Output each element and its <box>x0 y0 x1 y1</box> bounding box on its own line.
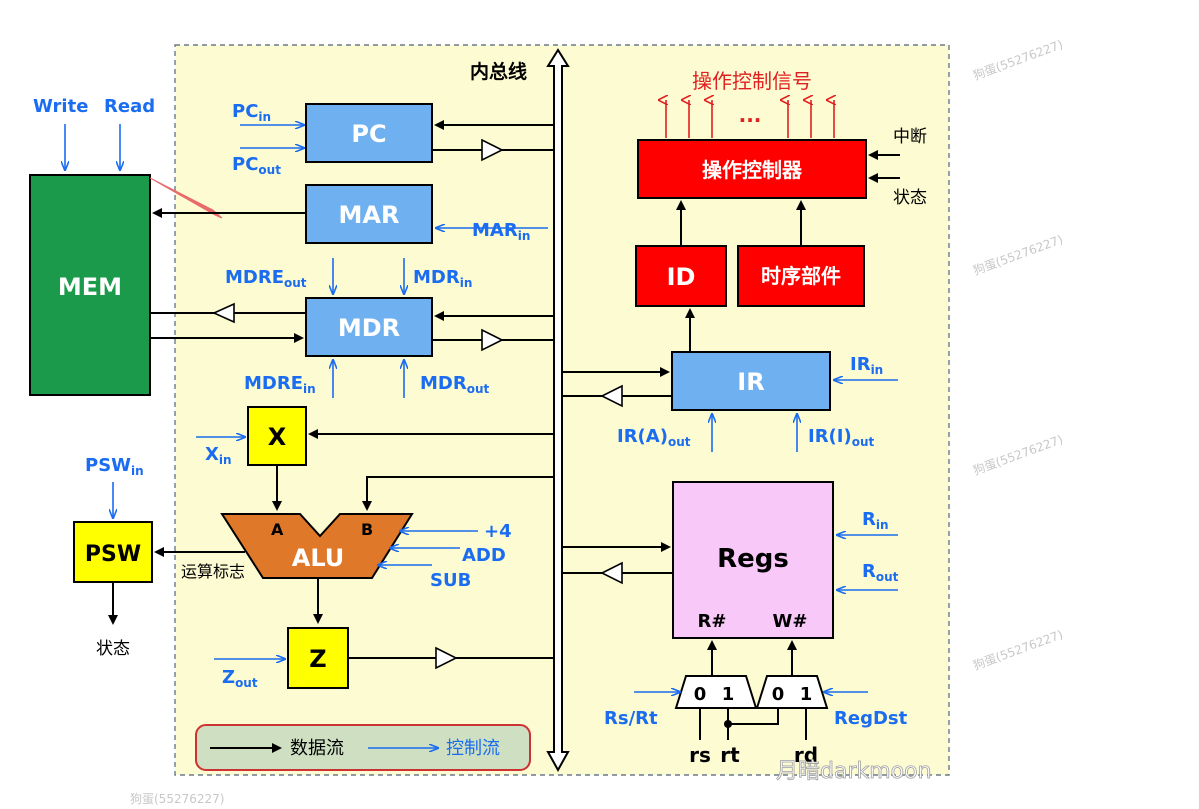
mux-regdst <box>755 675 829 709</box>
pc-label: PC <box>351 120 386 148</box>
watermark-bottom: 月暗darkmoon <box>776 759 932 784</box>
ir-label: IR <box>737 368 764 396</box>
x-in-label: Xin <box>205 444 232 467</box>
ir-i-out-label: IR(I)out <box>808 426 875 449</box>
mux-regdst-one: 1 <box>800 684 813 705</box>
mar-in-label: MARin <box>472 220 530 243</box>
internal-bus <box>546 48 570 773</box>
mux-rsrt <box>674 675 758 709</box>
watermark-2: 狗蛋(55276227) <box>971 232 1065 277</box>
rt-branch-wire <box>728 708 779 725</box>
ir-block <box>671 351 831 411</box>
id-block <box>635 245 727 307</box>
watermark-3: 狗蛋(55276227) <box>971 432 1065 477</box>
alu-plus4-label: +4 <box>484 521 512 542</box>
mdr-in-label: MDRin <box>413 267 472 290</box>
rd-label: rd <box>794 743 818 767</box>
controller-label: 操作控制器 <box>702 158 803 182</box>
ctrl-state-label: 状态 <box>893 188 927 208</box>
regs-rport-label: R# <box>698 611 727 632</box>
watermark-1: 狗蛋(55276227) <box>971 37 1065 82</box>
mem-block <box>29 174 151 396</box>
mdre-out-label: MDREout <box>225 267 307 290</box>
psw-state-label: 状态 <box>96 639 130 659</box>
x-label: X <box>268 423 287 451</box>
pc-in-label: PCin <box>232 101 271 124</box>
alu-sub-label: SUB <box>430 570 471 591</box>
mar-block <box>305 184 433 244</box>
regs-out-label: Rout <box>862 561 899 584</box>
mux-rsrt-one: 1 <box>722 684 735 705</box>
bus-to-alu-b-line <box>362 476 554 511</box>
ctrl-signal-ellipsis: ... <box>739 103 762 127</box>
interrupt-label: 中断 <box>893 127 927 147</box>
mdr-label: MDR <box>338 314 400 342</box>
mem-read-label: Read <box>104 96 155 117</box>
mem-write-label: Write <box>33 96 88 117</box>
psw-in-label: PSWin <box>85 455 144 478</box>
z-label: Z <box>309 645 326 673</box>
bus-label: 内总线 <box>470 60 527 83</box>
pc-tristate-gate <box>481 138 504 162</box>
pointer-stroke <box>149 177 223 219</box>
timing-label: 时序部件 <box>761 264 841 288</box>
alu-port-a: A <box>271 520 284 539</box>
regdst-label: RegDst <box>834 708 908 729</box>
rt-label: rt <box>720 743 740 767</box>
watermark-5: 狗蛋(55276227) <box>130 792 224 806</box>
ir-a-out-label: IR(A)out <box>617 426 691 449</box>
controller-block <box>637 139 867 199</box>
ir-tristate-gate <box>600 384 623 408</box>
regs-in-label: Rin <box>862 509 889 532</box>
legend-data-label: 数据流 <box>290 738 344 759</box>
pc-block <box>305 103 433 163</box>
psw-label: PSW <box>85 542 141 567</box>
alu-add-label: ADD <box>462 545 506 566</box>
mdr-block <box>305 297 433 357</box>
pc-out-label: PCout <box>232 154 281 177</box>
regs-tristate-gate <box>600 561 623 585</box>
alu-flags-label: 运算标志 <box>181 562 245 581</box>
mem-label: MEM <box>58 273 122 301</box>
id-label: ID <box>667 263 696 291</box>
mar-label: MAR <box>339 201 400 229</box>
rt-junction <box>724 720 732 728</box>
mdre-in-label: MDREin <box>244 373 316 396</box>
alu-label: ALU <box>292 544 345 572</box>
mdr-bus-tristate-gate <box>481 328 504 352</box>
mdr-mem-tristate-gate <box>212 302 235 324</box>
alu-port-b: B <box>361 520 373 539</box>
x-block <box>247 406 307 466</box>
mux-regdst-zero: 0 <box>772 684 785 705</box>
legend-box <box>195 724 531 771</box>
z-tristate-gate <box>435 646 458 670</box>
ir-in-label: IRin <box>850 354 883 377</box>
rsrt-label: Rs/Rt <box>604 708 658 729</box>
legend-control-label: 控制流 <box>446 738 500 759</box>
z-out-label: Zout <box>222 667 258 690</box>
watermark-4: 狗蛋(55276227) <box>971 627 1065 672</box>
ctrl-signals-label: 操作控制信号 <box>692 69 812 93</box>
regs-block <box>672 481 834 639</box>
alu-block <box>220 513 414 579</box>
regs-label: Regs <box>717 544 789 574</box>
mux-rsrt-zero: 0 <box>694 684 707 705</box>
regs-wport-label: W# <box>773 611 808 632</box>
rs-label: rs <box>689 743 711 767</box>
z-block <box>287 627 349 689</box>
mdr-out-label: MDRout <box>420 373 490 396</box>
